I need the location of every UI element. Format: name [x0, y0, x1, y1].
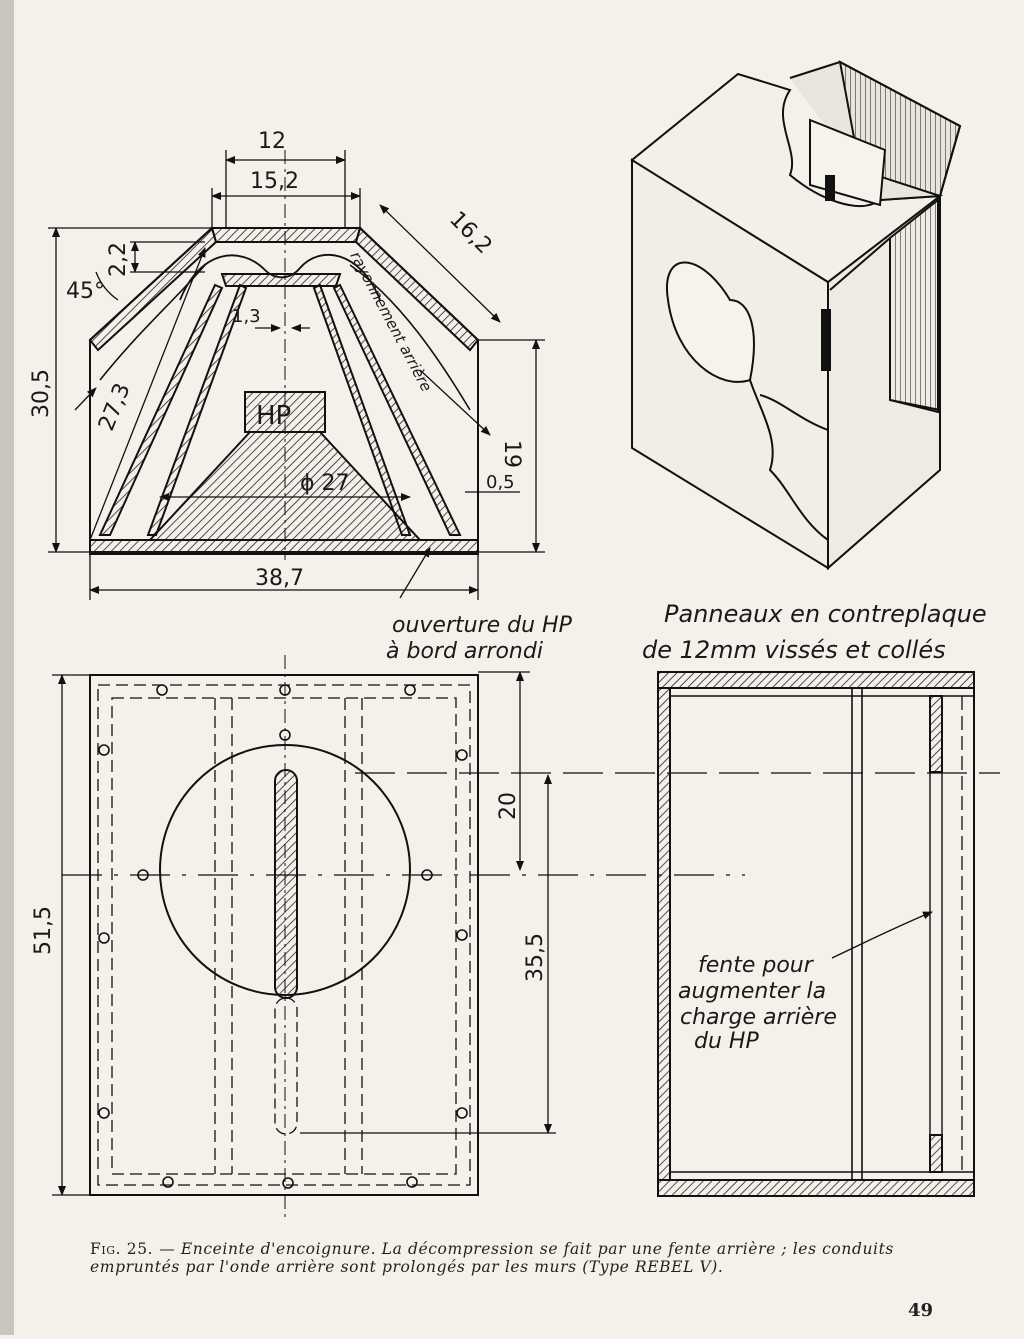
page-number: 49 [908, 1300, 934, 1321]
top-plan-view [88, 150, 480, 560]
panel-note-line1: Panneaux en contreplaque [664, 600, 987, 628]
base-board [89, 539, 479, 555]
dim-51-5: 51,5 [31, 906, 56, 955]
dim-1-3: 1,3 [232, 306, 261, 327]
dashed-slot [274, 997, 298, 1135]
iso-inner-edge-3 [889, 399, 941, 411]
dim-20: 20 [496, 792, 521, 820]
side-left-board [657, 687, 671, 1181]
screw-holes [98, 684, 468, 1189]
top-view-dimensions [48, 150, 545, 600]
side-top-board [657, 671, 975, 689]
isometric-view [630, 60, 962, 571]
separator-plate [220, 273, 342, 287]
dim-phi-27: ϕ 27 [300, 471, 350, 496]
side-view [657, 671, 975, 1197]
slot-note-line4: du HP [694, 1029, 759, 1054]
slot-note-line1: fente pour [698, 953, 815, 978]
wave-outer-right [349, 264, 471, 411]
iso-inner-slot [821, 309, 831, 371]
wave-outer [99, 264, 206, 381]
dim-2-2: 2,2 [106, 242, 131, 277]
iso-inner-edge [829, 237, 891, 291]
figure-label: Fig. 25. [90, 1240, 154, 1258]
hatched-slot [274, 769, 298, 999]
dim-35-5: 35,5 [523, 933, 548, 982]
side-rear-slot-bottom [929, 1134, 943, 1173]
iso-hatched-side [889, 197, 939, 414]
dim-30-5: 30,5 [29, 369, 54, 418]
dim-15-2: 15,2 [250, 169, 299, 194]
panel-note-line2: de 12mm vissés et collés [642, 636, 946, 664]
curved-passage [179, 254, 381, 301]
iso-speaker-hole [665, 261, 755, 383]
front-view [62, 655, 1000, 1220]
left-slanted-panel [88, 226, 218, 352]
front-inner-frame-2 [111, 697, 457, 1175]
slot-pointer [831, 911, 933, 959]
dim-12: 12 [258, 129, 286, 154]
top-panel [210, 227, 362, 243]
figure-caption-text: — Enceinte d'encoignure. La décompressio… [90, 1240, 894, 1276]
dim-19: 19 [499, 440, 524, 468]
dim-27-3: 27,3 [94, 380, 136, 435]
scan-edge-shadow [0, 0, 14, 1335]
side-view-labels: Panneaux en contreplaque de 12mm vissés … [642, 600, 987, 1054]
dim-16-2: 16,2 [444, 207, 496, 259]
front-view-dimensions [52, 671, 556, 1196]
opening-note-line2: à bord arrondi [386, 639, 543, 664]
iso-cutaway [749, 379, 829, 542]
slot-note-line2: augmenter la [678, 979, 826, 1004]
side-rear-slot-top [929, 695, 943, 773]
front-panel-outline [89, 674, 479, 1196]
dim-0-5: 0,5 [486, 472, 515, 493]
left-duct [98, 283, 224, 536]
hp-label: HP [256, 401, 291, 431]
slot-note-line3: charge arrière [680, 1005, 837, 1030]
side-outline [657, 671, 975, 1197]
iso-slot [825, 175, 835, 201]
dim-38-7: 38,7 [255, 566, 304, 591]
opening-note-line1: ouverture du HP [392, 613, 573, 638]
angle-45: 45° [66, 279, 105, 304]
side-bottom-board [657, 1179, 975, 1197]
figure-caption: Fig. 25.— Enceinte d'encoignure. La déco… [90, 1240, 950, 1276]
front-view-labels: 51,5 20 35,5 [31, 792, 548, 982]
